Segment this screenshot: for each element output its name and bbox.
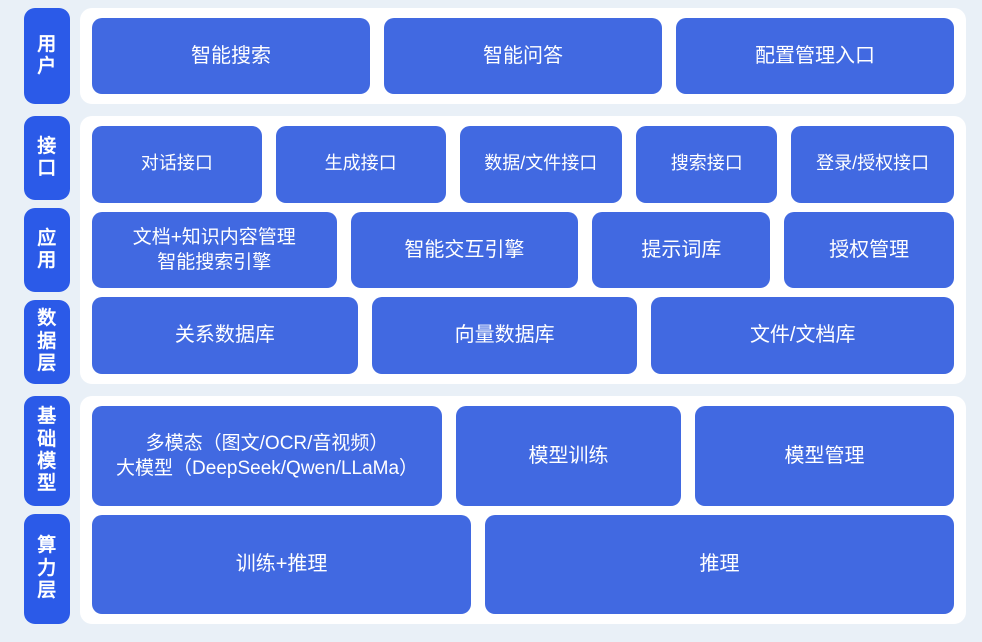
row-applications: 文档+知识内容管理 智能搜索引擎 智能交互引擎 提示词库 授权管理: [92, 211, 954, 289]
box-relational-database[interactable]: 关系数据库: [92, 297, 358, 375]
tab-column-bottom: 基础模型 算力层: [24, 396, 70, 624]
box-authorization-management[interactable]: 授权管理: [784, 211, 954, 289]
layer-tab-interface[interactable]: 接口: [24, 116, 70, 200]
layer-tab-application[interactable]: 应用: [24, 208, 70, 292]
box-smart-qa[interactable]: 智能问答: [384, 18, 662, 94]
box-training-inference[interactable]: 训练+推理: [92, 514, 472, 614]
row-data-stores: 关系数据库 向量数据库 文件/文档库: [92, 297, 955, 375]
box-model-management[interactable]: 模型管理: [694, 406, 954, 506]
card-middle: 对话接口 生成接口 数据/文件接口 搜索接口 登录/授权接口 文档+知识内容管理…: [80, 116, 966, 384]
box-smart-interaction-engine[interactable]: 智能交互引擎: [350, 211, 579, 289]
box-vector-database[interactable]: 向量数据库: [371, 297, 638, 375]
row-interfaces: 对话接口 生成接口 数据/文件接口 搜索接口 登录/授权接口: [92, 126, 954, 203]
card-bottom: 多模态（图文/OCR/音视频） 大模型（DeepSeek/Qwen/LLaMa）…: [80, 396, 966, 624]
box-inference[interactable]: 推理: [485, 514, 954, 614]
tab-column-users: 用户: [24, 8, 70, 104]
box-file-document-store[interactable]: 文件/文档库: [651, 297, 955, 375]
row-models: 多模态（图文/OCR/音视频） 大模型（DeepSeek/Qwen/LLaMa）…: [92, 406, 954, 506]
band-middle: 接口 应用 数据层 对话接口 生成接口 数据/文件接口 搜索接口 登录/授权接口…: [8, 116, 974, 384]
band-bottom: 基础模型 算力层 多模态（图文/OCR/音视频） 大模型（DeepSeek/Qw…: [8, 396, 974, 624]
row-users-apps: 智能搜索 智能问答 配置管理入口: [92, 18, 954, 94]
row-compute: 训练+推理 推理: [92, 514, 954, 614]
layer-tab-data[interactable]: 数据层: [24, 300, 70, 384]
box-doc-knowledge-management[interactable]: 文档+知识内容管理 智能搜索引擎: [92, 211, 337, 289]
tab-column-middle: 接口 应用 数据层: [24, 116, 70, 384]
box-data-file-interface[interactable]: 数据/文件接口: [459, 126, 623, 203]
layer-tab-compute[interactable]: 算力层: [24, 514, 70, 624]
band-users: 用户 智能搜索 智能问答 配置管理入口: [8, 8, 974, 104]
box-prompt-library[interactable]: 提示词库: [592, 211, 771, 289]
layer-tab-users[interactable]: 用户: [24, 8, 70, 104]
box-smart-search[interactable]: 智能搜索: [92, 18, 370, 94]
box-config-management-entry[interactable]: 配置管理入口: [676, 18, 954, 94]
box-login-auth-interface[interactable]: 登录/授权接口: [791, 126, 954, 203]
box-model-training[interactable]: 模型训练: [456, 406, 681, 506]
layer-tab-foundation-model[interactable]: 基础模型: [24, 396, 70, 506]
box-dialog-interface[interactable]: 对话接口: [92, 126, 262, 203]
box-search-interface[interactable]: 搜索接口: [636, 126, 778, 203]
box-generation-interface[interactable]: 生成接口: [275, 126, 446, 203]
box-multimodal-large-model[interactable]: 多模态（图文/OCR/音视频） 大模型（DeepSeek/Qwen/LLaMa）: [92, 406, 443, 506]
card-users: 智能搜索 智能问答 配置管理入口: [80, 8, 966, 104]
